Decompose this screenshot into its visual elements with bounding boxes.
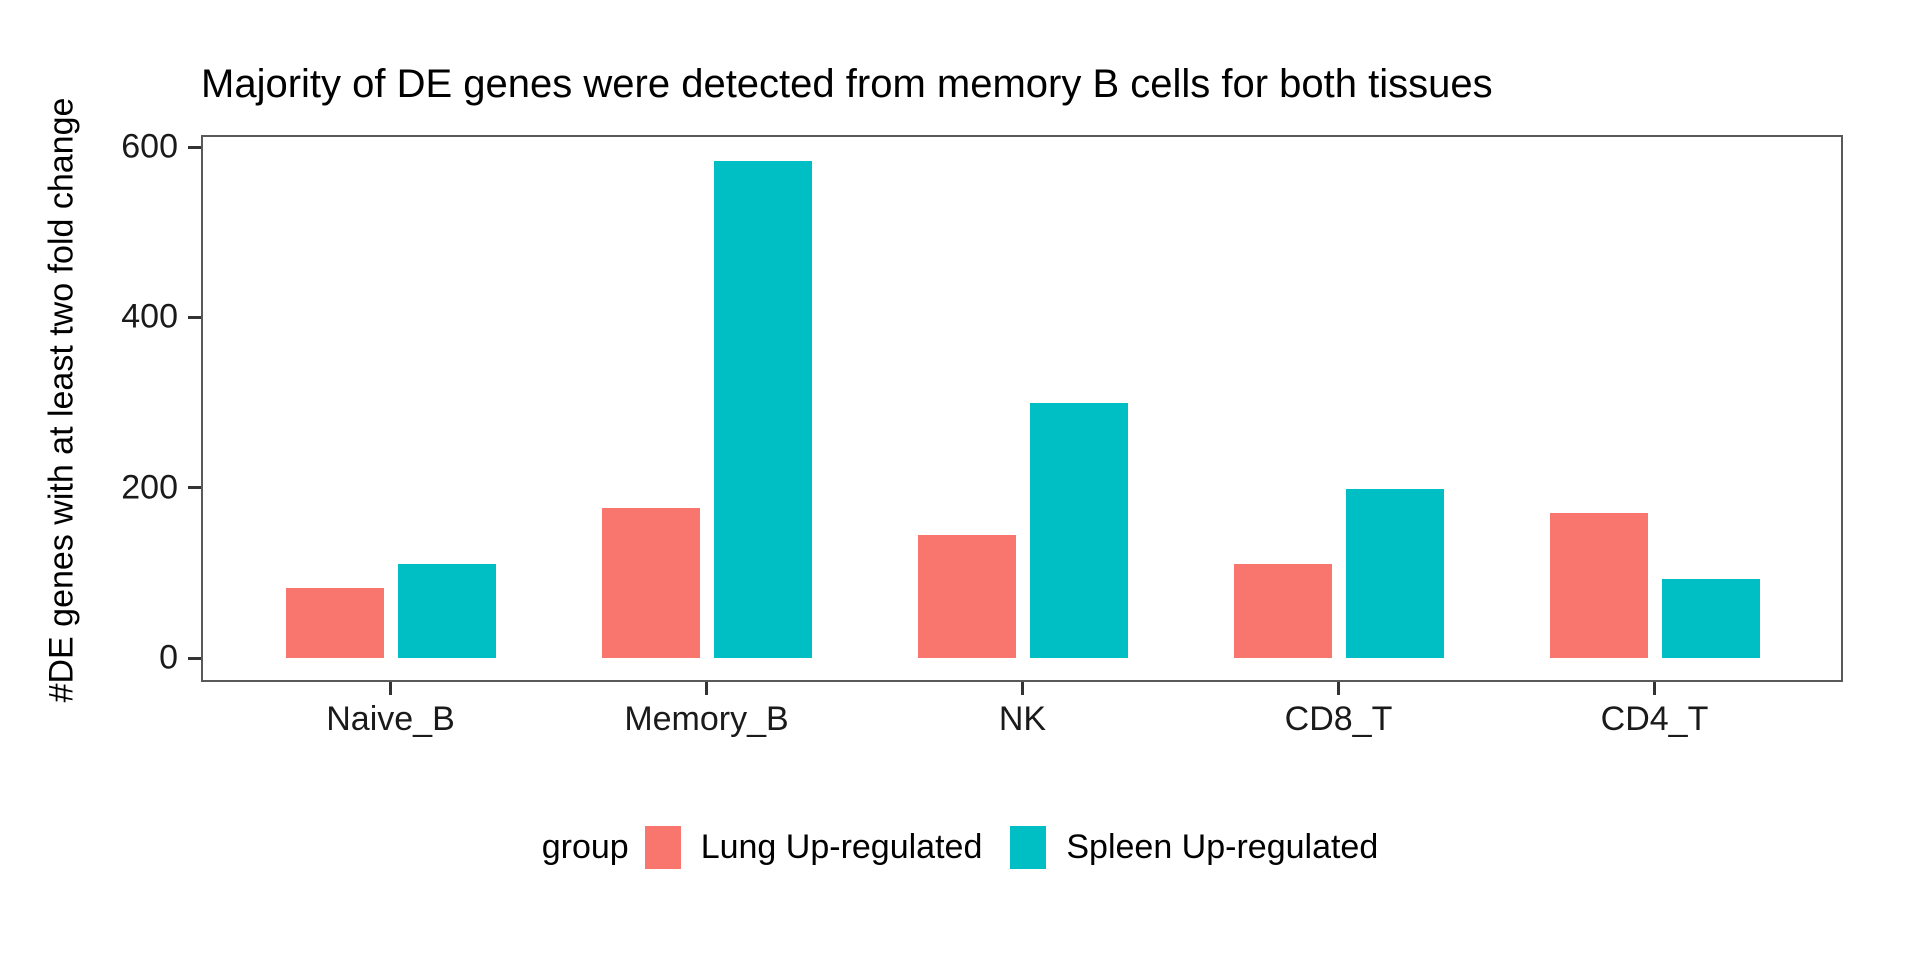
bar-Memory_B-spleen	[713, 160, 812, 658]
bar-NK-lung	[917, 535, 1016, 658]
x-tick-label: Memory_B	[624, 700, 789, 738]
y-tick-label: 400	[121, 297, 178, 336]
x-tick-label: CD4_T	[1600, 700, 1709, 738]
y-tick-label: 600	[121, 127, 178, 166]
x-tick-label: Naive_B	[326, 700, 455, 738]
y-tick-label: 0	[159, 638, 178, 677]
y-axis-title: #DE genes with at least two fold change	[42, 97, 81, 703]
bar-Naive_B-spleen	[397, 564, 496, 658]
y-tick-mark	[188, 486, 201, 490]
y-tick-label: 200	[121, 468, 178, 507]
x-tick-mark	[705, 682, 708, 695]
plot-panel	[201, 135, 1843, 682]
y-tick-mark	[188, 656, 201, 660]
y-tick-mark	[188, 315, 201, 319]
legend: group Lung Up-regulated Spleen Up-regula…	[0, 822, 1920, 872]
bar-CD8_T-lung	[1233, 564, 1332, 658]
x-tick-label: NK	[998, 700, 1047, 738]
x-tick-label: CD8_T	[1284, 700, 1393, 738]
chart-title: Majority of DE genes were detected from …	[201, 62, 1493, 106]
x-tick-mark	[389, 682, 392, 695]
x-tick-mark	[1337, 682, 1340, 695]
x-tick-mark	[1021, 682, 1024, 695]
bar-Naive_B-lung	[285, 588, 384, 658]
legend-swatch-spleen	[1010, 825, 1047, 869]
bar-CD4_T-lung	[1549, 513, 1648, 658]
bar-Memory_B-lung	[601, 508, 700, 658]
x-tick-mark	[1653, 682, 1656, 695]
legend-label-spleen: Spleen Up-regulated	[1066, 827, 1379, 866]
legend-title: group	[541, 827, 629, 866]
bar-CD4_T-spleen	[1661, 578, 1760, 658]
y-tick-mark	[188, 145, 201, 149]
bar-CD8_T-spleen	[1345, 489, 1444, 658]
legend-swatch-lung	[644, 825, 681, 869]
legend-label-lung: Lung Up-regulated	[700, 827, 983, 866]
bar-NK-spleen	[1029, 402, 1128, 658]
